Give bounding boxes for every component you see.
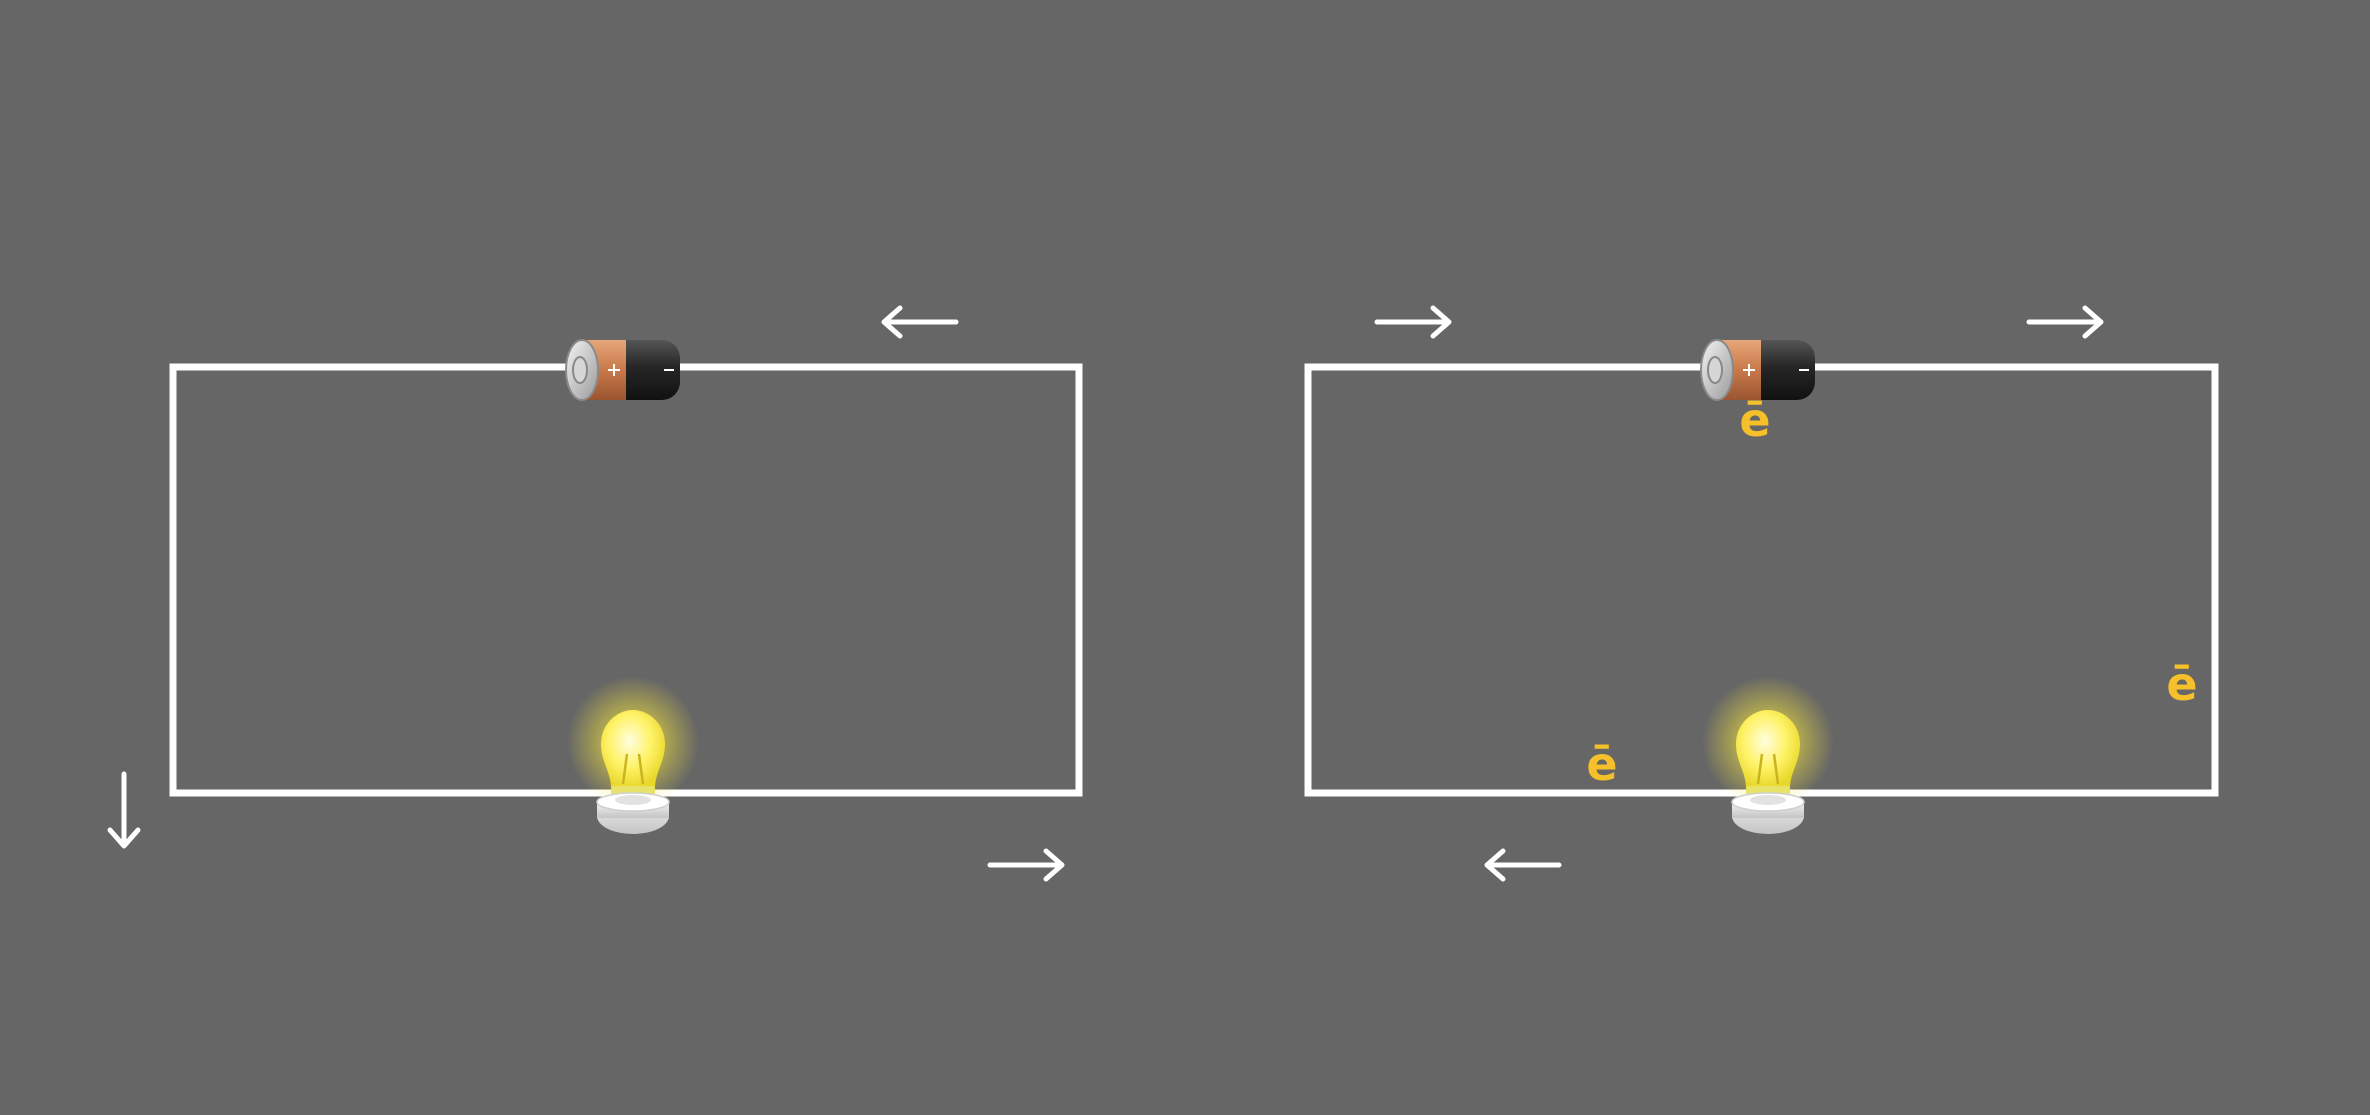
current-arrow-left-icon xyxy=(884,308,956,336)
battery-icon: + - +- xyxy=(565,339,681,401)
electron-label: ē xyxy=(2166,657,2197,711)
electron-flow-arrow-right-icon xyxy=(1377,308,1449,336)
electron-label: ē xyxy=(1739,393,1770,447)
light-bulb-icon xyxy=(565,674,701,836)
battery-icon: +- xyxy=(1700,339,1816,401)
battery-plus-symbol: + xyxy=(606,360,621,381)
battery-plus-symbol: + xyxy=(1741,360,1756,381)
light-bulb-icon xyxy=(1700,674,1836,836)
electron-flow-arrow-left-icon xyxy=(1487,851,1559,879)
current-arrow-right-icon xyxy=(990,851,1062,879)
electron-flow-arrow-right-icon xyxy=(2029,308,2101,336)
right-circuit: +- ē ē ē xyxy=(1304,308,2219,879)
current-arrow-down-icon xyxy=(110,774,138,846)
left-circuit: + - +- xyxy=(110,308,1083,879)
electron-label: ē xyxy=(1586,737,1617,791)
